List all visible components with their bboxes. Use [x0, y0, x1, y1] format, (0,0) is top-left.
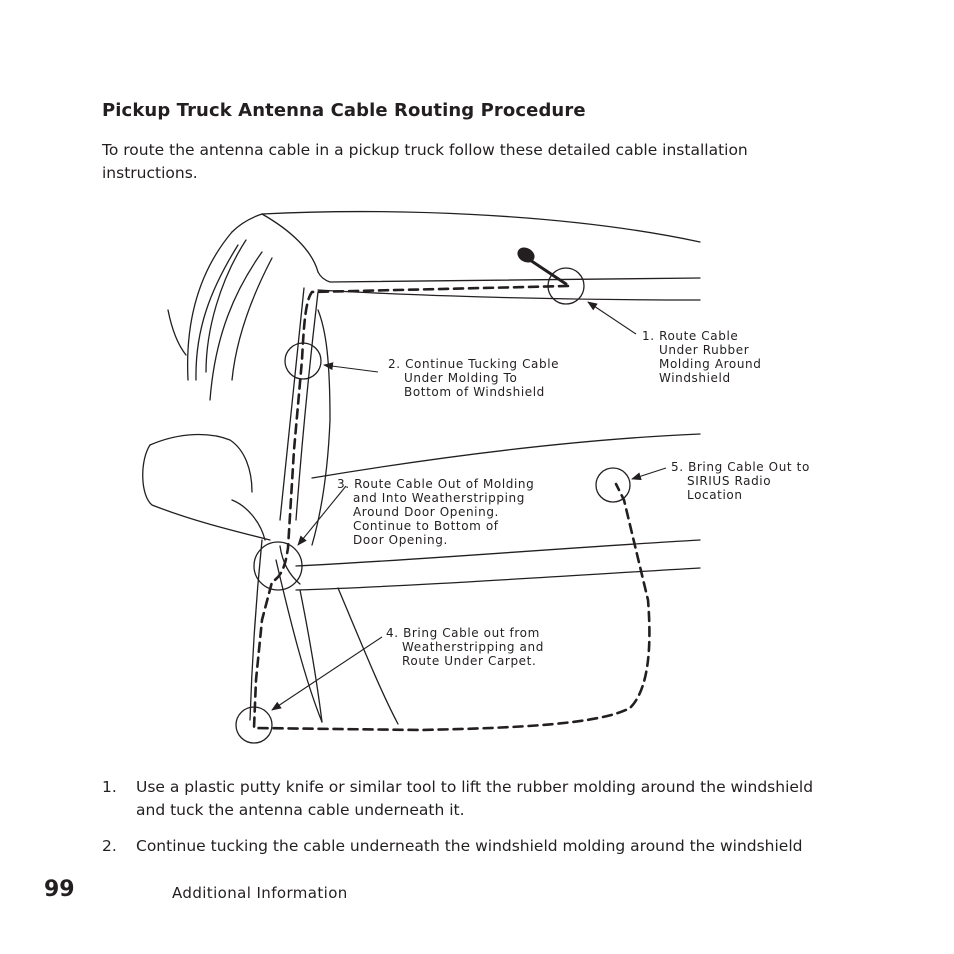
footer-section-title: Additional Information — [172, 884, 348, 902]
step-1-number: 1. — [102, 778, 117, 796]
callout-4: 4. Bring Cable out from Weatherstripping… — [386, 626, 548, 668]
detail-circle-2 — [284, 342, 322, 380]
callout-3-line-3: Around Door Opening. — [353, 505, 499, 519]
detail-circle-4 — [235, 706, 273, 744]
callout-4-line-2: Weatherstripping and — [402, 640, 544, 654]
detail-circles — [235, 267, 631, 744]
callout-5-line-2: SIRIUS Radio — [687, 474, 771, 488]
instruction-step-2: 2. Continue tucking the cable underneath… — [102, 835, 882, 858]
detail-circle-3 — [253, 541, 303, 591]
step-1-line-2: and tuck the antenna cable underneath it… — [136, 801, 465, 819]
callout-5-line-1: 5. Bring Cable Out to — [671, 460, 810, 474]
intro-paragraph: To route the antenna cable in a pickup t… — [102, 139, 822, 185]
callout-1: 1. Route Cable Under Rubber Molding Arou… — [642, 329, 766, 385]
intro-line-2: instructions. — [102, 164, 198, 182]
callout-4-line-3: Route Under Carpet. — [402, 654, 536, 668]
callout-5-line-3: Location — [687, 488, 743, 502]
leader-2 — [323, 362, 379, 373]
callout-1-line-4: Windshield — [659, 371, 731, 385]
callout-3-line-5: Door Opening. — [353, 533, 448, 547]
callout-3: 3. Route Cable Out of Molding and Into W… — [337, 477, 539, 547]
callout-3-line-2: and Into Weatherstripping — [353, 491, 525, 505]
callout-1-line-3: Molding Around — [659, 357, 761, 371]
step-2-number: 2. — [102, 837, 117, 855]
cable-route — [252, 284, 651, 732]
instruction-list: 1. Use a plastic putty knife or similar … — [102, 776, 882, 871]
callout-1-line-1: 1. Route Cable — [642, 329, 738, 343]
leader-lines — [271, 301, 667, 711]
leader-5 — [631, 467, 667, 481]
callout-4-line-1: 4. Bring Cable out from — [386, 626, 540, 640]
page-heading: Pickup Truck Antenna Cable Routing Proce… — [102, 100, 586, 121]
antenna-icon — [517, 247, 568, 286]
step-1-line-1: Use a plastic putty knife or similar too… — [136, 778, 814, 796]
instruction-step-1: 1. Use a plastic putty knife or similar … — [102, 776, 882, 822]
callout-2-line-3: Bottom of Windshield — [404, 385, 545, 399]
leader-3 — [297, 485, 347, 546]
step-2-line-1: Continue tucking the cable underneath th… — [136, 837, 803, 855]
callout-2-line-1: 2. Continue Tucking Cable — [388, 357, 559, 371]
callout-2-line-2: Under Molding To — [404, 371, 517, 385]
intro-line-1: To route the antenna cable in a pickup t… — [102, 141, 748, 159]
step-1-text: Use a plastic putty knife or similar too… — [136, 776, 882, 822]
callout-1-line-2: Under Rubber — [659, 343, 749, 357]
page-number: 99 — [44, 877, 75, 902]
detail-circle-5 — [595, 467, 631, 503]
leader-1 — [587, 301, 637, 335]
leader-4 — [271, 636, 383, 711]
truck-outline — [142, 210, 701, 725]
detail-circle-1 — [547, 267, 585, 305]
callout-5: 5. Bring Cable Out to SIRIUS Radio Locat… — [671, 460, 814, 502]
callout-3-line-4: Continue to Bottom of — [353, 519, 499, 533]
step-2-text: Continue tucking the cable underneath th… — [136, 835, 882, 858]
callout-2: 2. Continue Tucking Cable Under Molding … — [388, 357, 564, 399]
callout-3-line-1: 3. Route Cable Out of Molding — [337, 477, 534, 491]
